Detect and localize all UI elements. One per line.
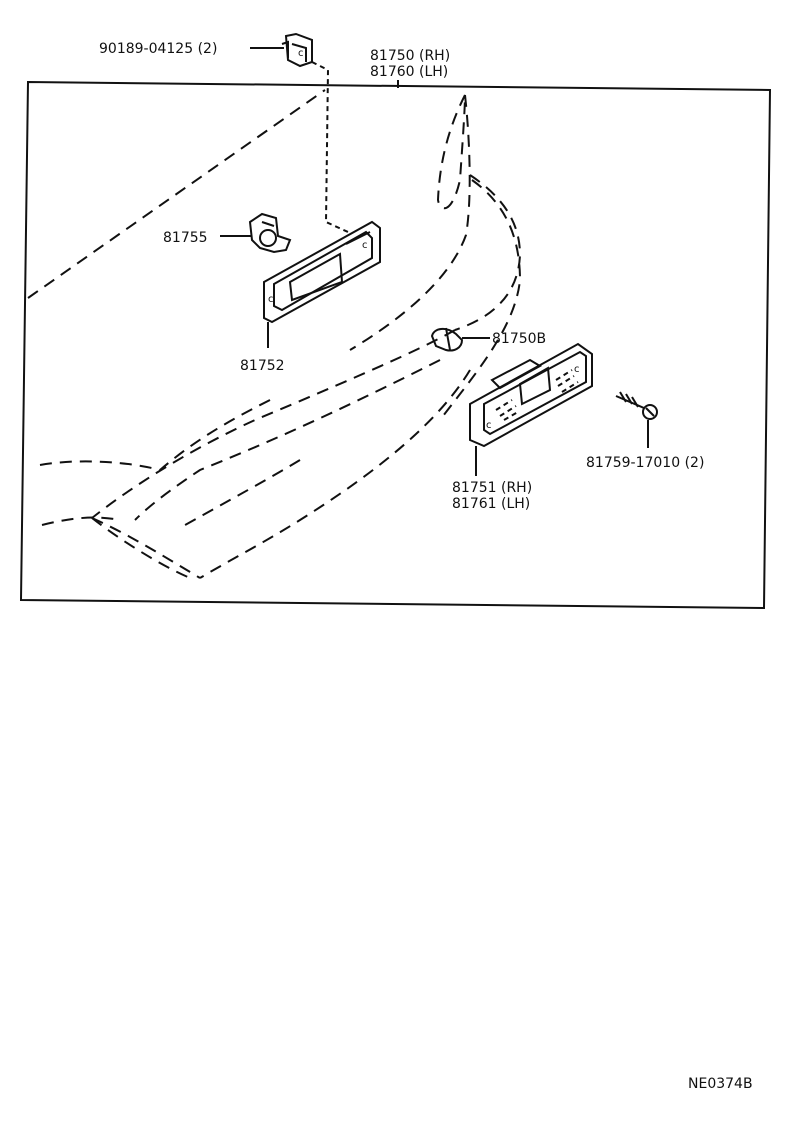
label-bulb: 81750B: [492, 331, 546, 347]
svg-text:c: c: [268, 294, 274, 305]
label-lamp-rh: 81750 (RH): [370, 48, 450, 64]
label-socket: 81755: [163, 230, 208, 246]
diagram-frame: [19, 80, 772, 610]
lens-part: c c: [469, 342, 593, 448]
clip-part: c: [281, 32, 313, 68]
svg-text:c: c: [574, 364, 580, 375]
label-screw: 81759-17010 (2): [586, 455, 704, 471]
label-lens-rh: 81751 (RH): [452, 480, 532, 496]
label-lens-lh: 81761 (LH): [452, 496, 530, 512]
screw-part: [615, 391, 658, 420]
catalog-code: NE0374B: [688, 1076, 753, 1092]
car-body-outline: [27, 89, 522, 579]
leader-lines: [220, 47, 649, 476]
socket-part: [248, 212, 292, 254]
bulb-part: [430, 327, 464, 352]
svg-text:c: c: [298, 48, 304, 59]
svg-text:c: c: [486, 420, 492, 431]
clip-leader-dashed: [311, 61, 349, 233]
label-gasket: 81752: [240, 358, 285, 374]
gasket-part: c c: [263, 220, 381, 324]
label-clip: 90189-04125 (2): [99, 41, 217, 57]
label-lamp-lh: 81760 (LH): [370, 64, 448, 80]
svg-text:c: c: [362, 240, 368, 251]
